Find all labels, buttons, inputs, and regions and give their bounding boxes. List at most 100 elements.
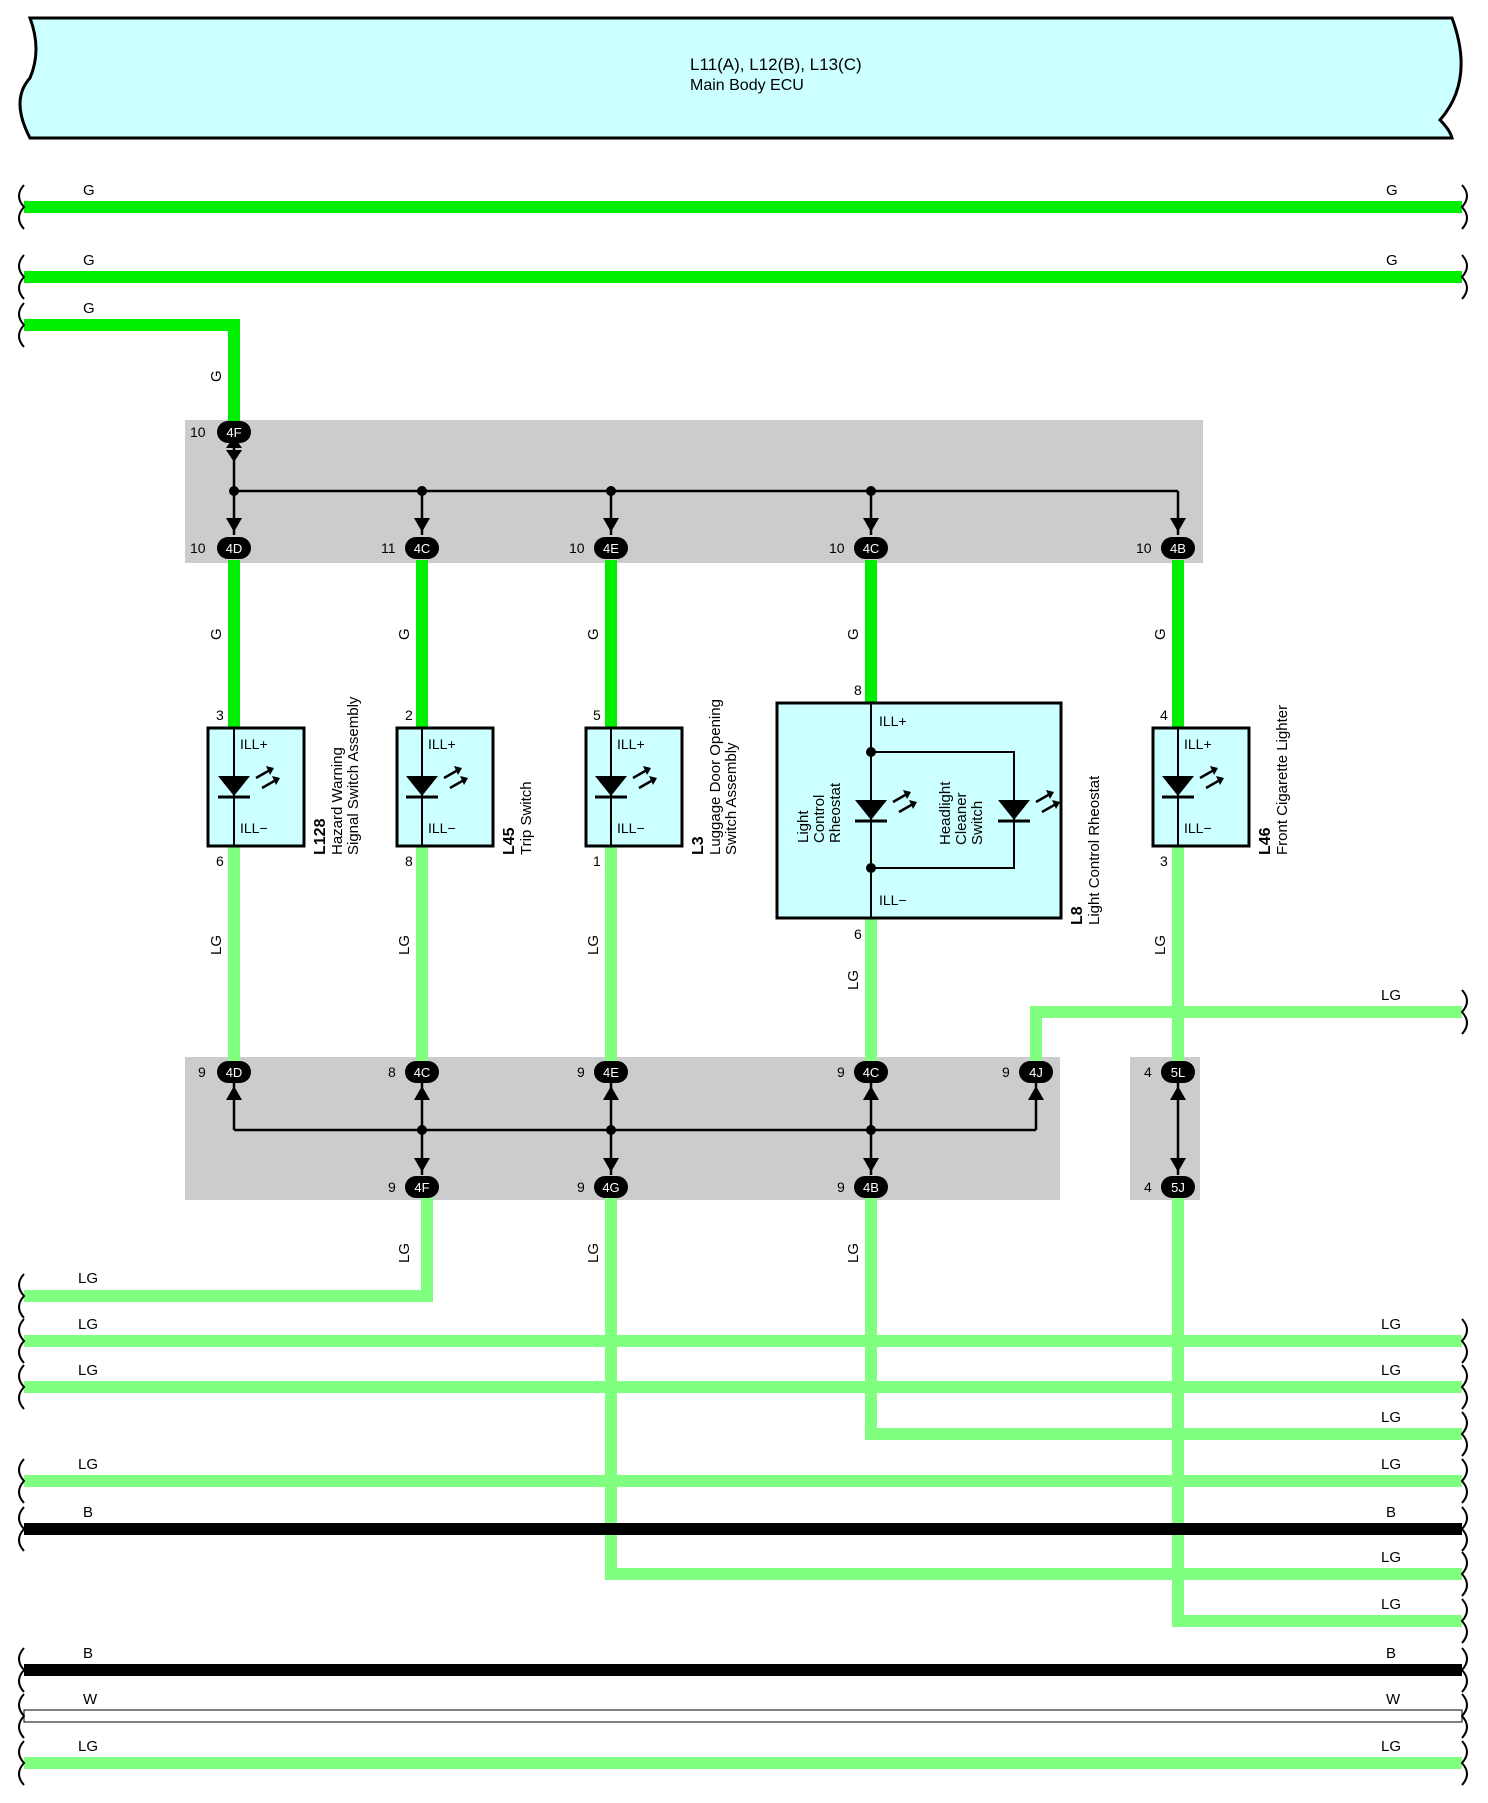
wire-label: LG	[585, 1243, 602, 1263]
b-wires	[24, 1523, 1462, 1676]
wire-label: G	[845, 628, 862, 640]
g-wires	[24, 201, 1462, 728]
wire-label: LG	[845, 1243, 862, 1263]
svg-text:Headlight: Headlight	[937, 781, 954, 845]
svg-text:ILL+: ILL+	[1184, 736, 1212, 752]
svg-text:6: 6	[854, 926, 862, 942]
connector-5l: 5L 4	[1144, 1061, 1195, 1083]
svg-text:Hazard Warning: Hazard Warning	[329, 747, 346, 855]
connector-5j: 5J 4	[1144, 1176, 1195, 1198]
svg-text:Cleaner: Cleaner	[953, 792, 970, 845]
connector-4g-bottom: 4G 9	[577, 1176, 628, 1198]
svg-text:5L: 5L	[1171, 1065, 1185, 1080]
wire-label: G	[585, 628, 602, 640]
svg-text:4: 4	[1144, 1179, 1152, 1195]
wire-label: LG	[78, 1456, 98, 1473]
svg-text:ILL−: ILL−	[1184, 820, 1212, 836]
wire-labels: G G G G G LG LG LG LG LG LG LG LG LG B B…	[78, 182, 1401, 1755]
svg-text:4D: 4D	[226, 541, 243, 556]
svg-text:ILL+: ILL+	[617, 736, 645, 752]
svg-text:9: 9	[837, 1064, 845, 1080]
svg-text:9: 9	[577, 1064, 585, 1080]
wire-label: G	[1386, 252, 1398, 269]
svg-text:ILL+: ILL+	[879, 713, 907, 729]
svg-text:5J: 5J	[1171, 1180, 1185, 1195]
svg-text:4C: 4C	[863, 541, 880, 556]
wire-label: LG	[208, 935, 225, 955]
svg-text:9: 9	[837, 1179, 845, 1195]
svg-text:3: 3	[1160, 853, 1168, 869]
svg-text:L8: L8	[1069, 906, 1086, 925]
svg-text:4F: 4F	[414, 1180, 429, 1195]
svg-text:Luggage Door Opening: Luggage Door Opening	[707, 699, 724, 855]
connector-4c-bottom-b: 4C 9	[837, 1061, 888, 1083]
svg-text:Control: Control	[811, 795, 828, 843]
svg-text:4C: 4C	[863, 1065, 880, 1080]
svg-text:4E: 4E	[603, 1065, 619, 1080]
wire-label: LG	[396, 935, 413, 955]
svg-text:4D: 4D	[226, 1065, 243, 1080]
connector-4c-bottom-a: 4C 8	[388, 1061, 439, 1083]
connector-4e-bottom: 4E 9	[577, 1061, 628, 1083]
component-l46: ILL+ ILL− 4 3 L46 Front Cigarette Lighte…	[1151, 705, 1291, 869]
svg-text:Front Cigarette Lighter: Front Cigarette Lighter	[1274, 705, 1291, 855]
svg-text:4J: 4J	[1029, 1065, 1043, 1080]
svg-text:L45: L45	[501, 827, 518, 855]
connector-4c-top-b: 4C 10	[829, 537, 888, 559]
svg-text:L3: L3	[690, 836, 707, 855]
svg-text:3: 3	[216, 707, 224, 723]
svg-text:8: 8	[388, 1064, 396, 1080]
svg-text:4: 4	[1144, 1064, 1152, 1080]
svg-text:ILL−: ILL−	[240, 820, 268, 836]
component-l8: ILL+ ILL− Light Control Rheostat Headlig…	[775, 682, 1103, 942]
svg-text:8: 8	[854, 682, 862, 698]
connector-4d-top: 4D 10	[190, 537, 251, 559]
wire-label: LG	[1381, 1362, 1401, 1379]
svg-text:6: 6	[216, 853, 224, 869]
svg-text:Trip Switch: Trip Switch	[518, 781, 535, 855]
wire-label: W	[83, 1691, 98, 1708]
wire-label: LG	[585, 935, 602, 955]
svg-text:1: 1	[593, 853, 601, 869]
connector-4f-top: 4F 10	[190, 421, 251, 443]
svg-text:ILL−: ILL−	[879, 892, 907, 908]
svg-text:Switch Assembly: Switch Assembly	[723, 742, 740, 855]
svg-text:4: 4	[1160, 707, 1168, 723]
connector-4f-bottom: 4F 9	[388, 1176, 439, 1198]
svg-text:4C: 4C	[414, 541, 431, 556]
wire-label: B	[1386, 1645, 1396, 1662]
wire-label: G	[208, 370, 225, 382]
svg-text:4C: 4C	[414, 1065, 431, 1080]
svg-text:ILL+: ILL+	[240, 736, 268, 752]
wire-label: LG	[78, 1738, 98, 1755]
wire-label: G	[83, 252, 95, 269]
wire-label: LG	[78, 1316, 98, 1333]
junction-arrows	[226, 436, 1186, 1172]
connector-4j-bottom: 4J 9	[1002, 1061, 1053, 1083]
wire-label: G	[1152, 628, 1169, 640]
wire-label: LG	[1381, 1738, 1401, 1755]
wire-label: LG	[78, 1270, 98, 1287]
wire-label: B	[83, 1645, 93, 1662]
wire-label: LG	[1381, 1316, 1401, 1333]
svg-text:10: 10	[829, 540, 845, 556]
wire-label: G	[208, 628, 225, 640]
svg-text:4F: 4F	[226, 425, 241, 440]
svg-text:L128: L128	[312, 818, 329, 855]
svg-text:ILL+: ILL+	[428, 736, 456, 752]
svg-text:9: 9	[1002, 1064, 1010, 1080]
wire-label: LG	[396, 1243, 413, 1263]
svg-text:2: 2	[405, 707, 413, 723]
connector-4d-bottom: 4D 9	[198, 1061, 251, 1083]
svg-text:Switch: Switch	[969, 801, 986, 845]
svg-text:4G: 4G	[602, 1180, 619, 1195]
lg-wires	[24, 845, 1462, 1769]
svg-text:Light: Light	[795, 810, 812, 843]
svg-text:10: 10	[1136, 540, 1152, 556]
svg-text:10: 10	[190, 424, 206, 440]
w-wire	[23, 1709, 1463, 1723]
connectors: 4F 10 4D 10 4C 11 4E 10 4C 10 4B 10	[190, 421, 1195, 1198]
wire-label: LG	[1381, 1596, 1401, 1613]
svg-text:9: 9	[198, 1064, 206, 1080]
